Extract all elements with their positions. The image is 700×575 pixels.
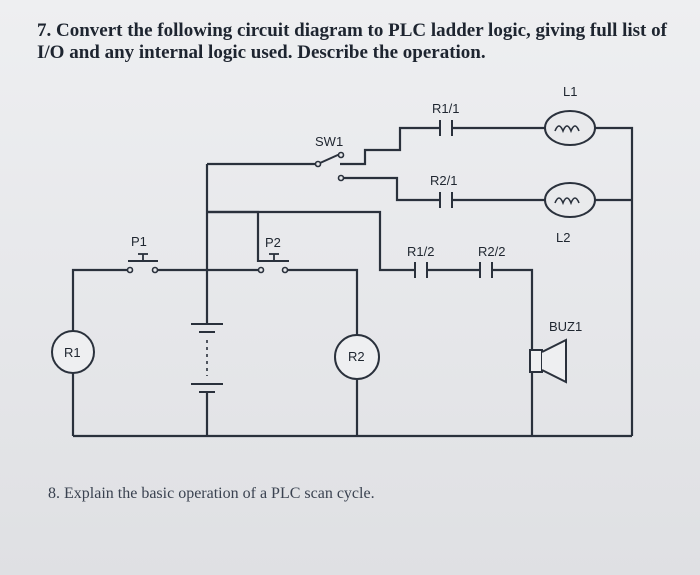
- sw1-switch: [314, 151, 345, 182]
- r2-2-label: R2/2: [478, 244, 505, 259]
- question-7-text: 7. Convert the following circuit diagram…: [37, 20, 667, 63]
- p2-push-button: [257, 253, 289, 274]
- r2-2-contact: [479, 262, 493, 278]
- r1-1-label: R1/1: [432, 101, 459, 116]
- r2-label: R2: [348, 349, 365, 364]
- question-8-text: 8. Explain the basic operation of a PLC …: [48, 485, 375, 502]
- p2-label: P2: [265, 235, 281, 250]
- r1-1-contact: [439, 120, 453, 136]
- l1-label: L1: [563, 84, 577, 99]
- r1-coil: [51, 330, 95, 374]
- circuit-wires: [71, 126, 634, 438]
- battery-symbol: [191, 323, 223, 393]
- buz1-label: BUZ1: [549, 319, 582, 334]
- r2-1-contact: [439, 192, 453, 208]
- r1-2-label: R1/2: [407, 244, 434, 259]
- p1-push-button: [126, 253, 159, 274]
- l2-lamp: [544, 182, 596, 218]
- r2-1-label: R2/1: [430, 173, 457, 188]
- r1-2-contact: [414, 262, 428, 278]
- r1-label: R1: [64, 345, 81, 360]
- p1-label: P1: [131, 234, 147, 249]
- l2-label: L2: [556, 230, 570, 245]
- sw1-label: SW1: [315, 134, 343, 149]
- r2-coil: [334, 334, 380, 380]
- buzzer-symbol: [529, 338, 567, 384]
- l1-lamp: [544, 110, 596, 146]
